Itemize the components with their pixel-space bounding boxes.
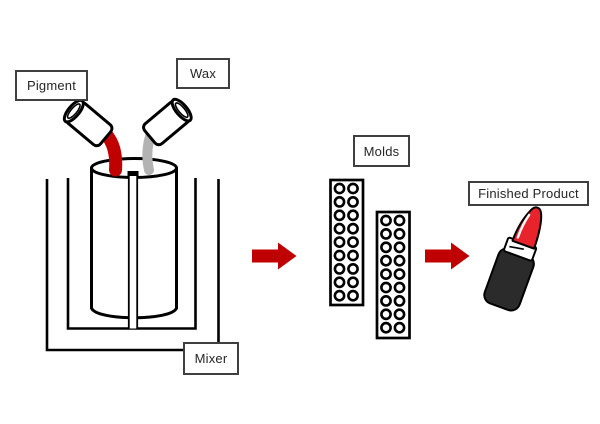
mold-cavity xyxy=(393,254,406,267)
mold-cavity xyxy=(347,289,359,302)
mold-cavity xyxy=(393,241,406,254)
stirrer-rod-fill xyxy=(128,176,138,329)
lipstick-band-line xyxy=(509,245,524,250)
mold-cavity xyxy=(333,262,346,275)
mold-cavity xyxy=(347,276,359,289)
mold-cavity xyxy=(347,195,359,208)
lipstick-bullet xyxy=(511,206,543,250)
outer-vessel-left-wall xyxy=(45,179,183,352)
wax-container-icon xyxy=(142,97,193,147)
mold-cavity xyxy=(380,294,392,307)
mold-cavity xyxy=(333,209,346,222)
wax-container-rim-inner xyxy=(174,102,189,119)
mold-cavity xyxy=(380,241,392,254)
mold-cavity xyxy=(380,308,392,321)
mold-cavity xyxy=(347,209,359,222)
mold-cavity xyxy=(333,195,346,208)
lipstick-icon xyxy=(483,206,543,312)
stirrer-rod xyxy=(127,176,139,329)
mold-cavity xyxy=(393,321,406,334)
mold-cavity xyxy=(347,236,359,248)
mold-cavity xyxy=(333,249,346,262)
mold-cavity xyxy=(380,268,392,280)
label-mixer: Mixer xyxy=(183,342,239,375)
lipstick-highlight xyxy=(516,213,531,239)
mold-cavity xyxy=(333,182,346,195)
mold-cavity xyxy=(333,236,346,248)
wax-container-rim xyxy=(170,97,193,123)
mold-cavity xyxy=(347,249,359,262)
mold-cavity xyxy=(333,222,346,235)
stirrer-hub xyxy=(127,171,139,178)
mold-cavity xyxy=(393,268,406,280)
flow-arrow-1-icon xyxy=(252,242,297,270)
mold-cavity xyxy=(347,222,359,235)
mold-cavity xyxy=(380,281,392,294)
label-molds: Molds xyxy=(353,135,410,167)
mold-strip-1-cavities xyxy=(333,182,359,302)
mold-cavity xyxy=(393,214,406,227)
label-wax: Wax xyxy=(176,58,230,89)
mold-cavity xyxy=(380,254,392,267)
mold-strip-1 xyxy=(329,178,365,307)
mold-cavity xyxy=(393,227,406,240)
mold-cavity xyxy=(393,308,406,321)
label-mixer-text: Mixer xyxy=(194,351,228,366)
label-wax-text: Wax xyxy=(189,66,217,81)
mold-cavity xyxy=(333,276,346,289)
label-pigment-text: Pigment xyxy=(26,78,77,93)
mold-cavity xyxy=(347,262,359,275)
mold-cavity xyxy=(380,321,392,334)
mold-strip-2-cavities xyxy=(380,214,406,334)
mold-strip-2 xyxy=(375,210,411,340)
mold-cavity xyxy=(380,227,392,240)
mixer-assembly xyxy=(45,157,220,352)
mold-cavity xyxy=(347,182,359,195)
label-finished-product-text: Finished Product xyxy=(478,186,579,201)
mold-cavity xyxy=(333,289,346,302)
mold-cavity xyxy=(380,214,392,227)
pigment-container-icon xyxy=(62,98,114,148)
label-molds-text: Molds xyxy=(363,143,400,159)
mold-cavity xyxy=(393,281,406,294)
pigment-container-rim-inner xyxy=(66,103,81,120)
mold-cavity xyxy=(393,294,406,307)
flow-arrow-2-icon xyxy=(425,242,470,270)
label-pigment: Pigment xyxy=(15,70,88,101)
label-finished-product: Finished Product xyxy=(468,181,589,206)
